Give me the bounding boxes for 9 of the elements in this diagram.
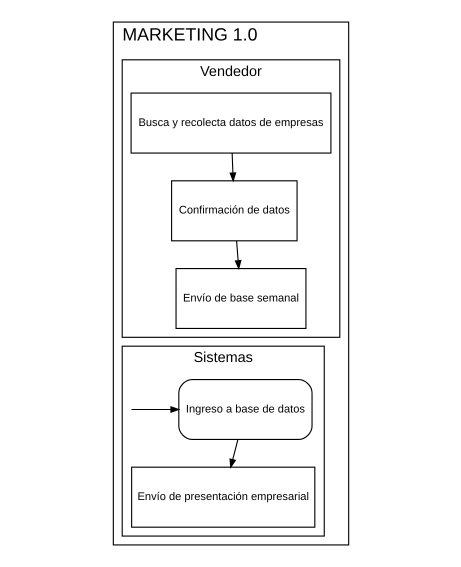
node-box: Ingreso a base de datos [178,378,312,440]
arrow [234,240,242,270]
node-box: Busca y recolecta datos de empresas [130,92,331,154]
node-box: Envío de presentación empresarial [130,466,315,528]
node-box: Confirmación de datos [170,180,298,242]
arrow [228,153,236,182]
arrow [131,406,180,413]
node-box: Envío de base semanal [174,268,306,330]
arrow [228,439,238,469]
